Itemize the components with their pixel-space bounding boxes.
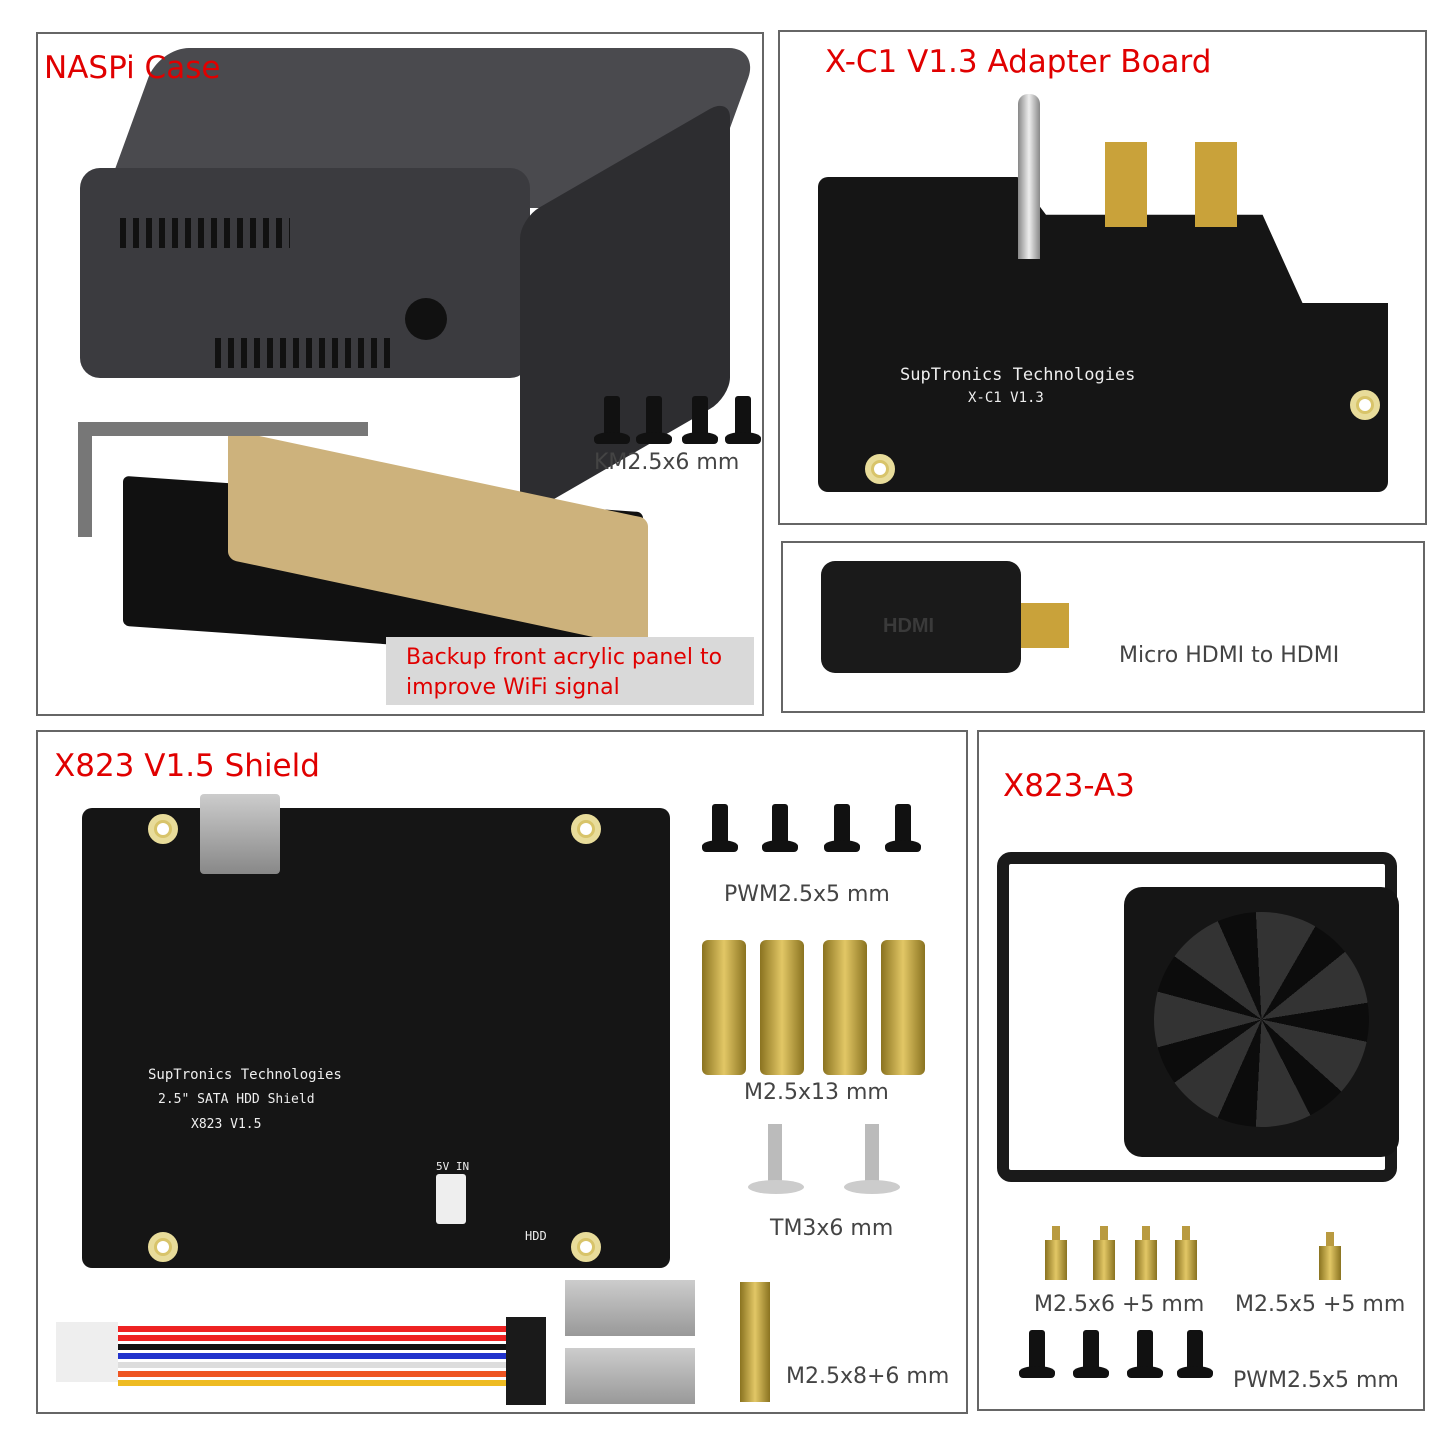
mount-hole [571, 814, 601, 844]
standoff [881, 940, 925, 1075]
note-box: Backup front acrylic panel to improve Wi… [386, 637, 754, 705]
mount-hole [148, 1232, 178, 1262]
small-standoff [1045, 1226, 1067, 1280]
hdmi-adapter-image [821, 561, 1021, 673]
xc1-silk-line-1: SupTronics Technologies [900, 365, 1136, 385]
cable-connector [56, 1322, 118, 1382]
a3-screws-label: PWM2.5x5 mm [1233, 1368, 1399, 1393]
xc1-silk-line-2: X-C1 V1.3 [968, 390, 1044, 406]
screw [1127, 1330, 1163, 1378]
tm-screws-label: TM3x6 mm [770, 1216, 894, 1241]
usb-bridge-connector [506, 1317, 546, 1405]
screw [682, 396, 718, 444]
screw [1019, 1330, 1055, 1378]
hdmi-adapter-label: Micro HDMI to HDMI [1119, 643, 1340, 668]
tm-screw [865, 1124, 879, 1184]
xc1-title: X-C1 V1.3 Adapter Board [825, 44, 1212, 80]
screw [885, 804, 921, 852]
power-connector [436, 1174, 466, 1224]
screw [824, 804, 860, 852]
screw-label: KM2.5x6 mm [594, 450, 740, 475]
x823-a3-panel: X823-A3 M2.5x6 +5 mm M2.5x5 +5 mm PWM2.5… [977, 730, 1425, 1411]
small-standoff [1135, 1226, 1157, 1280]
long-standoff-label: M2.5x8+6 mm [786, 1364, 950, 1389]
standoff-a-label: M2.5x6 +5 mm [1034, 1292, 1205, 1317]
small-standoff [1319, 1232, 1341, 1280]
hdd-label: HDD [525, 1229, 547, 1243]
adapter-logo: HDMI [883, 615, 935, 637]
screw [594, 396, 630, 444]
x823-a3-title: X823-A3 [1003, 768, 1135, 804]
power-label: 5V IN [436, 1160, 470, 1173]
power-button-hole [405, 298, 447, 340]
note-line-2: improve WiFi signal [406, 675, 620, 700]
fan-blades [1154, 912, 1369, 1127]
naspi-case-panel: NASPi Case KM2.5x6 mm Backup front acryl… [36, 32, 764, 716]
micro-hdmi-port [1195, 142, 1237, 227]
small-standoff [1175, 1226, 1197, 1280]
case-image [80, 48, 760, 519]
standoffs-label: M2.5x13 mm [744, 1080, 889, 1105]
mount-hole [1350, 390, 1380, 420]
hdmi-adapter-panel: HDMI Micro HDMI to HDMI [781, 541, 1425, 713]
tm-screw [768, 1124, 782, 1184]
x823-board-image [82, 808, 670, 1268]
shield-silk-line-3: X823 V1.5 [191, 1117, 262, 1132]
xc1-board-image [818, 177, 1388, 492]
screw [725, 396, 761, 444]
mount-hole [571, 1232, 601, 1262]
usb-bridge [565, 1280, 695, 1404]
note-line-1: Backup front acrylic panel to [406, 645, 723, 670]
screw [1073, 1330, 1109, 1378]
screw [702, 804, 738, 852]
screw [762, 804, 798, 852]
screws-label: PWM2.5x5 mm [724, 882, 890, 907]
x823-shield-title: X823 V1.5 Shield [54, 748, 320, 784]
standoff [702, 940, 746, 1075]
standoff [760, 940, 804, 1075]
long-standoff [740, 1282, 770, 1402]
naspi-case-title: NASPi Case [44, 50, 221, 86]
screw [636, 396, 672, 444]
standoff [823, 940, 867, 1075]
micro-hdmi-plug [1021, 603, 1069, 648]
vent-slots [120, 218, 290, 248]
mount-hole [865, 454, 895, 484]
screw [1177, 1330, 1213, 1378]
shield-silk-line-1: SupTronics Technologies [148, 1067, 342, 1083]
hex-key [78, 422, 368, 436]
small-standoff [1093, 1226, 1115, 1280]
audio-jack [1018, 94, 1040, 259]
mount-hole [148, 814, 178, 844]
shield-silk-line-2: 2.5" SATA HDD Shield [158, 1092, 315, 1107]
x823-shield-panel: X823 V1.5 Shield SupTronics Technologies… [36, 730, 968, 1414]
standoff-b-label: M2.5x5 +5 mm [1235, 1292, 1406, 1317]
micro-hdmi-port [1105, 142, 1147, 227]
xc1-panel: X-C1 V1.3 Adapter Board SupTronics Techn… [778, 30, 1427, 525]
usb-port [200, 794, 280, 874]
